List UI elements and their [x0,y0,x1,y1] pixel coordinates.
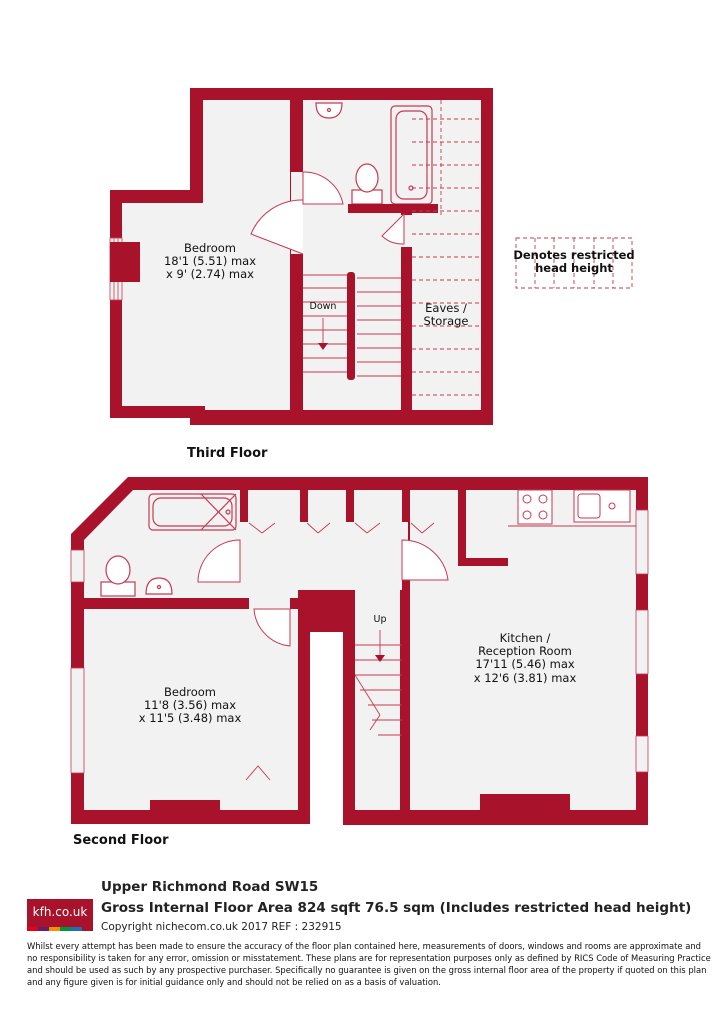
second-basin-icon [145,577,173,595]
hob-icon [517,489,553,525]
kitchen-dims-1: 17'11 (5.46) max [475,657,575,672]
eaves-door [381,212,405,245]
logo-text: kfh.co.uk [32,905,88,919]
second-bedroom-name: Bedroom [163,685,216,699]
third-chimney [110,242,140,282]
third-bedroom-name: Bedroom [183,241,236,255]
second-floor-title: Second Floor [73,833,169,848]
eaves-floor [412,100,481,410]
third-stairs-label: Down [309,301,337,312]
logo-stripe [38,927,49,931]
third-gap-cover2 [302,203,348,213]
toilet-icon [351,163,383,205]
logo-stripe [49,927,60,931]
third-stairs [303,274,401,377]
legend-hatch [515,237,633,289]
logo-stripe [60,927,71,931]
third-floor-plan [109,88,493,425]
third-bedroom-dims-2: x 9' (2.74) max [166,267,254,282]
logo-stripe [71,927,82,931]
third-stair-rail [347,272,355,380]
kitchen-floor [410,490,636,810]
third-bedroom-door [250,199,304,255]
second-doors [197,539,449,647]
footer-disclaimer: Whilst every attempt has been made to en… [27,941,711,987]
eaves-restricted-lines [412,100,481,396]
second-toilet-icon [100,555,136,597]
second-bath-icon [148,493,237,531]
kitchen-label: Kitchen / Reception Room 17'11 (5.46) ma… [455,631,595,685]
logo-stripe [27,927,38,931]
logo-stripes [27,927,93,931]
second-bedroom-dims-2: x 11'5 (3.48) max [138,711,242,726]
eaves-label-line-1: Eaves / [425,301,467,315]
legend-line-1: Denotes restricted [513,248,635,262]
footer-address: Upper Richmond Road SW15 [101,879,319,895]
second-hall-floor [240,590,298,612]
sink-icon [573,489,631,523]
legend-line-2: head height [535,261,613,276]
third-bedroom-floor [122,100,290,410]
third-bedroom-label: Bedroom 18'1 (5.51) max x 9' (2.74) max [150,241,270,282]
eaves-label-line-2: Storage [423,314,469,329]
third-inner-wall-b [348,204,438,213]
second-stairs [354,630,402,736]
down-arrow-icon [318,343,328,350]
cupboard-doors [245,522,435,781]
second-bedroom-floor [84,609,298,810]
kitchen-name-2: Reception Room [478,644,572,659]
third-floor-title: Third Floor [187,446,268,461]
second-landing-floor [240,490,408,590]
second-bedroom-dims-1: 11'8 (3.56) max [143,698,237,713]
third-bathroom-door [302,171,344,205]
second-floor-plan [70,477,649,825]
second-stair-floor [355,590,400,810]
basin-icon [315,102,343,119]
third-inner-wall-a [290,100,303,410]
legend-label: Denotes restricted head height [510,248,638,276]
up-arrow-icon [375,655,385,662]
logo-stripe [82,927,93,931]
second-stairs-label: Up [373,614,387,625]
second-windows [70,509,649,774]
second-wall-details [150,794,570,810]
second-cupboards [84,490,508,824]
kitchen-dims-2: x 12'6 (3.81) max [473,670,577,685]
second-bedroom-label: Bedroom 11'8 (3.56) max x 11'5 (3.48) ma… [125,685,255,726]
kitchen-name-1: Kitchen / [499,631,551,645]
footer-area: Gross Internal Floor Area 824 sqft 76.5 … [101,900,692,916]
eaves-label: Eaves / Storage [408,301,484,329]
kfh-logo: kfh.co.uk [27,899,93,931]
footer-copyright: Copyright nichecom.co.uk 2017 REF : 2329… [101,921,342,933]
eaves-link-floor [401,215,412,247]
third-bedroom-dims-1: 18'1 (5.51) max [163,254,257,269]
third-inner-wall-c [401,247,412,410]
